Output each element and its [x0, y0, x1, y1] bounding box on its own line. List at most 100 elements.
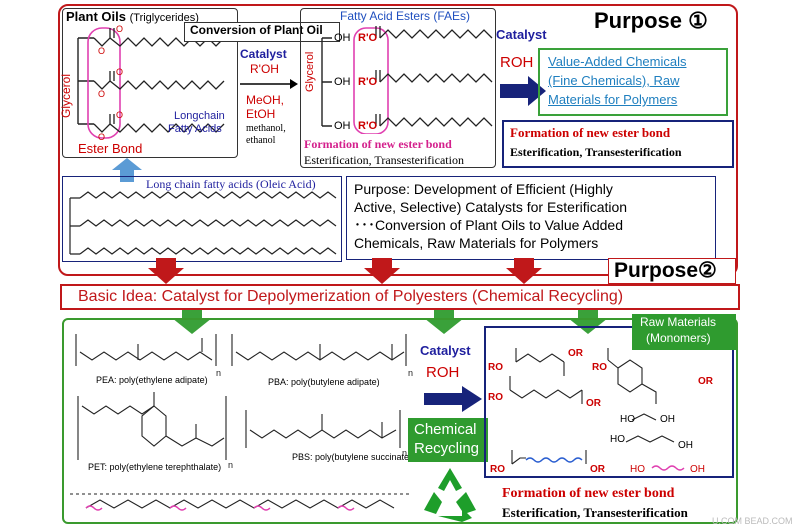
monomer-ro-1: RO: [488, 362, 503, 373]
monomer-or-1: OR: [568, 348, 583, 359]
basic-idea-label: Basic Idea: Catalyst for Depolymerizatio…: [78, 288, 624, 305]
fae-structure: [321, 26, 493, 134]
red-down-arrow-1: [148, 258, 184, 284]
green-down-arrow-2: [424, 310, 464, 334]
raw-materials-box: [632, 314, 736, 350]
svg-text:n: n: [216, 368, 221, 378]
fae-oh-3: OH: [334, 120, 351, 132]
monomer-structures: [509, 348, 685, 471]
fatty-acids-label: Fatty Acids: [168, 123, 222, 135]
recycling-icon: [424, 468, 476, 522]
ethanol-label: ethanol: [246, 135, 276, 146]
methanol-label: methanol,: [246, 123, 286, 134]
fae-ro-1: R'O: [358, 32, 378, 44]
up-arrow: [112, 158, 142, 182]
roh-label-2: ROH: [426, 364, 460, 381]
triglyceride-structure: O O O O O O: [77, 24, 225, 142]
monomer-ro-2: RO: [592, 362, 607, 373]
polymer-pbs-label: PBS: poly(butylene succinate): [292, 452, 413, 462]
raw-materials-line-1: Raw Materials: [640, 315, 717, 329]
purpose-text-line-3: ･･･Conversion of Plant Oils to Value Add…: [354, 217, 624, 233]
monomer-oh-3: OH: [690, 464, 705, 475]
basic-idea-banner: [60, 284, 740, 310]
value-added-line-2: (Fine Chemicals), Raw: [548, 73, 680, 88]
watermark: U.COM BEAD.COM: [712, 516, 793, 526]
chem-recycling-line-1: Chemical: [414, 421, 477, 438]
svg-text:O: O: [98, 46, 105, 56]
fae-oh-1: OH: [334, 32, 351, 44]
conversion-arrow: [240, 79, 298, 89]
raw-materials-line-2: (Monomers): [646, 331, 711, 345]
catalyst-label-1: Catalyst: [240, 47, 287, 61]
monomer-ho-1: HO: [620, 414, 635, 425]
svg-text:O: O: [98, 89, 105, 99]
plant-oils-box: [62, 8, 238, 158]
purpose-text-line-2: Active, Selective) Catalysts for Esterif…: [354, 199, 628, 215]
purpose1-label: Purpose ①: [594, 8, 708, 33]
oleic-label: Long chain fatty acids (Oleic Acid): [146, 177, 316, 191]
chem-recycling-box: [408, 418, 488, 462]
value-added-box: [538, 48, 728, 116]
chem-recycling-line-2: Recycling: [414, 440, 480, 457]
fae-esterification-label: Esterification, Transesterification: [304, 153, 464, 167]
svg-text:O: O: [98, 132, 105, 142]
red-down-arrow-3: [506, 258, 542, 284]
rprime-oh-label: R'OH: [250, 62, 279, 76]
svg-text:n: n: [408, 368, 413, 378]
monomer-ho-3: HO: [630, 464, 645, 475]
fae-ro-2: R'O: [358, 76, 378, 88]
value-added-line-3: Materials for Polymers: [548, 92, 678, 107]
roh-label-1: ROH: [500, 54, 534, 71]
oleic-box: [62, 176, 342, 262]
svg-text:O: O: [116, 110, 123, 120]
purpose-text-line-4: Chemicals, Raw Materials for Polymers: [354, 235, 599, 251]
monomer-ro-3: RO: [488, 392, 503, 403]
etoh-label: EtOH: [246, 107, 276, 121]
svg-text:O: O: [116, 67, 123, 77]
red-down-arrow-2: [364, 258, 400, 284]
polymer-pba-label: PBA: poly(butylene adipate): [268, 377, 380, 387]
meoh-label: MeOH,: [246, 93, 285, 107]
polymer-structures: n n n n: [70, 334, 413, 511]
green-down-arrow-3: [568, 310, 608, 334]
monomer-oh-1: OH: [660, 414, 675, 425]
purpose1-frame: [58, 4, 738, 276]
plant-oils-title: Plant Oils (Triglycerides): [66, 9, 199, 24]
formation-label-1: Formation of new ester bond: [510, 125, 671, 140]
monomer-or-3: OR: [586, 398, 601, 409]
value-arrow: [500, 76, 546, 106]
recycling-arrow: [424, 386, 482, 412]
catalyst-label-2: Catalyst: [496, 27, 547, 42]
value-added-line-1: Value-Added Chemicals: [548, 54, 687, 69]
conversion-label: Conversion of Plant Oil: [190, 23, 323, 37]
monomer-ho-2: HO: [610, 434, 625, 445]
polymer-pet-label: PET: poly(ethylene terephthalate): [88, 462, 222, 472]
formation-box-1: [502, 120, 734, 168]
fae-title: Fatty Acid Esters (FAEs): [340, 9, 471, 23]
purpose2-label-box: [608, 258, 736, 284]
oleic-structure: [69, 191, 337, 255]
polymer-pea-label: PEA: poly(ethylene adipate): [96, 375, 208, 385]
fae-oh-2: OH: [334, 76, 351, 88]
ester-bond-label: Ester Bond: [78, 141, 143, 156]
fae-formation-label: Formation of new ester bond: [304, 137, 452, 151]
monomer-ro-4: RO: [490, 464, 505, 475]
catalyst-label-3: Catalyst: [420, 343, 471, 358]
monomer-or-2: OR: [698, 376, 713, 387]
monomer-or-4: OR: [590, 464, 605, 475]
svg-text:O: O: [116, 24, 123, 34]
purpose-text-line-1: Purpose: Development of Efficient (Highl…: [354, 181, 613, 197]
svg-text:n: n: [228, 460, 233, 470]
fae-box: [300, 8, 496, 168]
esterification-label-2: Esterification, Transesterification: [502, 505, 688, 520]
formation-label-2: Formation of new ester bond: [502, 486, 675, 501]
fae-ro-3: R'O: [358, 120, 378, 132]
esterification-label-1: Esterification, Transesterification: [510, 145, 682, 159]
longchain-label: Longchain: [174, 110, 225, 122]
svg-text:n: n: [402, 448, 407, 458]
glycerol-label: Glycerol: [59, 73, 73, 118]
monomer-oh-2: OH: [678, 440, 693, 451]
conversion-box: [184, 22, 340, 42]
purpose2-frame: [62, 318, 738, 524]
purpose2-label: Purpose②: [614, 259, 717, 282]
